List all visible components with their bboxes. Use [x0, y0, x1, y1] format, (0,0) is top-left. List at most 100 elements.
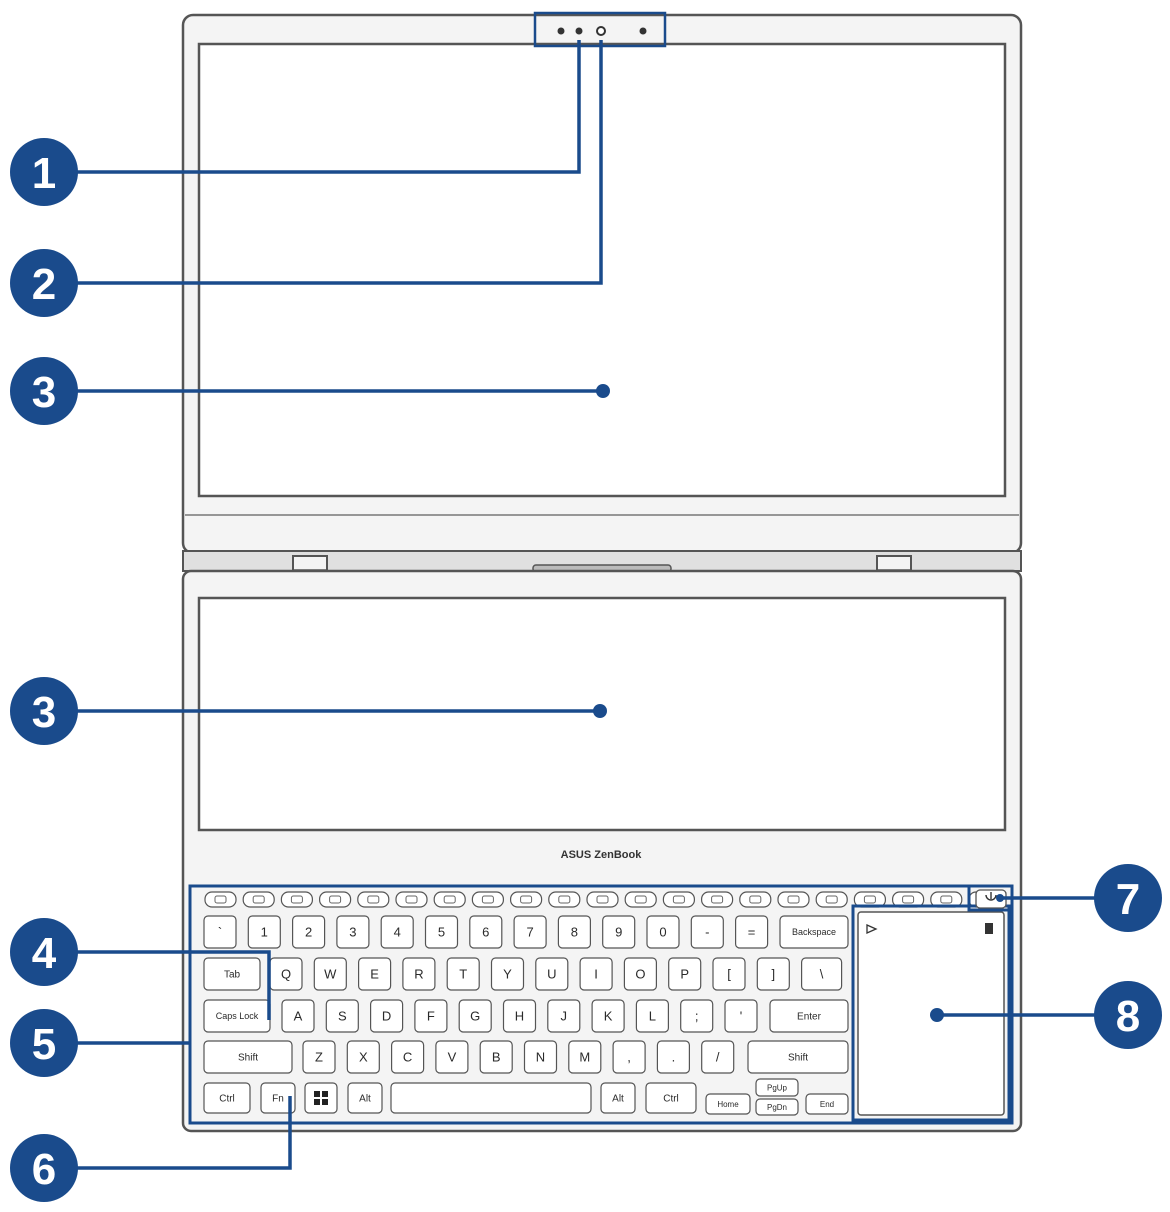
callout-2: 2: [10, 249, 78, 317]
display-center-dot: [596, 384, 610, 398]
key-label: P: [680, 967, 689, 982]
key: 9: [602, 915, 636, 949]
key: Shift: [203, 1040, 293, 1074]
key: 8: [557, 915, 592, 949]
callout-badge: [1094, 864, 1162, 932]
key-label: Alt: [612, 1094, 624, 1105]
function-key: [204, 891, 237, 908]
function-key: [624, 891, 657, 908]
key-label: -: [705, 925, 709, 940]
numberpad-toggle-icon: [866, 923, 878, 935]
key: J: [547, 999, 581, 1033]
camera-sensor-3-icon: [639, 27, 647, 35]
camera-sensor-1-icon: [557, 27, 565, 35]
key: Ctrl: [203, 1082, 251, 1114]
key-label: F: [427, 1009, 435, 1024]
key: H: [502, 999, 537, 1033]
key-label: 6: [482, 925, 489, 940]
callout-5: 4: [10, 918, 78, 986]
key: N: [523, 1040, 558, 1074]
key: U: [535, 957, 569, 991]
key: 1: [247, 915, 281, 949]
key: \: [800, 957, 843, 991]
key: [: [712, 957, 746, 991]
function-key: [662, 891, 696, 908]
key-label: Fn: [272, 1094, 284, 1105]
key-label: Alt: [359, 1094, 371, 1105]
key-label: T: [459, 967, 467, 982]
function-key: [242, 891, 275, 908]
callout-number: 7: [1116, 875, 1140, 924]
key-label: E: [370, 967, 379, 982]
key: G: [458, 999, 492, 1033]
callout-badge: [10, 918, 78, 986]
key-label: 1: [261, 925, 268, 940]
callout-number: 6: [32, 1145, 56, 1194]
key-label: I: [594, 967, 598, 982]
callout-badge: [10, 1134, 78, 1202]
key: I: [579, 957, 613, 991]
key: Shift: [747, 1040, 849, 1074]
key-label: End: [820, 1100, 834, 1109]
key: =: [734, 915, 769, 949]
callout-badge: [1094, 981, 1162, 1049]
callout-badge: [10, 677, 78, 745]
key: 3: [336, 915, 370, 949]
function-key: [700, 891, 734, 908]
key: F: [414, 999, 448, 1033]
key-label: PgDn: [767, 1103, 787, 1112]
key: 4: [380, 915, 414, 949]
key-label: Caps Lock: [216, 1011, 259, 1021]
callout-number: 8: [1116, 992, 1140, 1041]
key-label: ;: [695, 1009, 699, 1024]
key: M: [568, 1040, 602, 1074]
function-key: [548, 891, 581, 908]
key-label: K: [604, 1009, 613, 1024]
leader-line-6: [75, 1096, 292, 1170]
key: ]: [756, 957, 790, 991]
key: R: [402, 957, 436, 991]
key: /: [701, 1040, 735, 1074]
key-label: 3: [349, 925, 356, 940]
callout-4: 3: [10, 677, 78, 745]
key-label: L: [649, 1009, 656, 1024]
key: 7: [513, 915, 547, 949]
key: K: [591, 999, 625, 1033]
function-key: [319, 891, 352, 908]
function-key: [357, 891, 390, 908]
key: `: [203, 915, 237, 949]
key-label: W: [324, 967, 337, 982]
key-label: U: [547, 967, 556, 982]
key-label: =: [748, 925, 756, 940]
key: Backspace: [779, 915, 849, 949]
key-label: C: [403, 1050, 412, 1065]
key-label: Ctrl: [663, 1094, 679, 1105]
leader-line-2: [75, 40, 603, 285]
key-label: B: [492, 1050, 501, 1065]
windows-icon: [314, 1091, 328, 1105]
key-label: N: [536, 1050, 545, 1065]
callout-number: 5: [32, 1020, 56, 1069]
key-label: Tab: [224, 970, 241, 981]
key: Z: [302, 1040, 336, 1074]
key-label: 2: [305, 925, 312, 940]
key: X: [346, 1040, 380, 1074]
key-label: X: [359, 1050, 368, 1065]
touchpad-highlight: [851, 904, 1011, 1122]
key-label: ': [740, 1009, 742, 1024]
key: P: [668, 957, 702, 991]
key-label: PgUp: [767, 1083, 788, 1092]
callout-badge: [10, 1009, 78, 1077]
leader-line-4: [75, 950, 271, 1020]
key: Caps Lock: [203, 999, 271, 1033]
key: Y: [490, 957, 525, 991]
key-label: 4: [394, 925, 401, 940]
key-label: Z: [315, 1050, 323, 1065]
key: Fn: [260, 1082, 296, 1114]
key-label: G: [470, 1009, 480, 1024]
callout-number: 3: [32, 368, 56, 417]
webcam-icon: [596, 26, 606, 36]
key-label: Home: [717, 1100, 739, 1109]
